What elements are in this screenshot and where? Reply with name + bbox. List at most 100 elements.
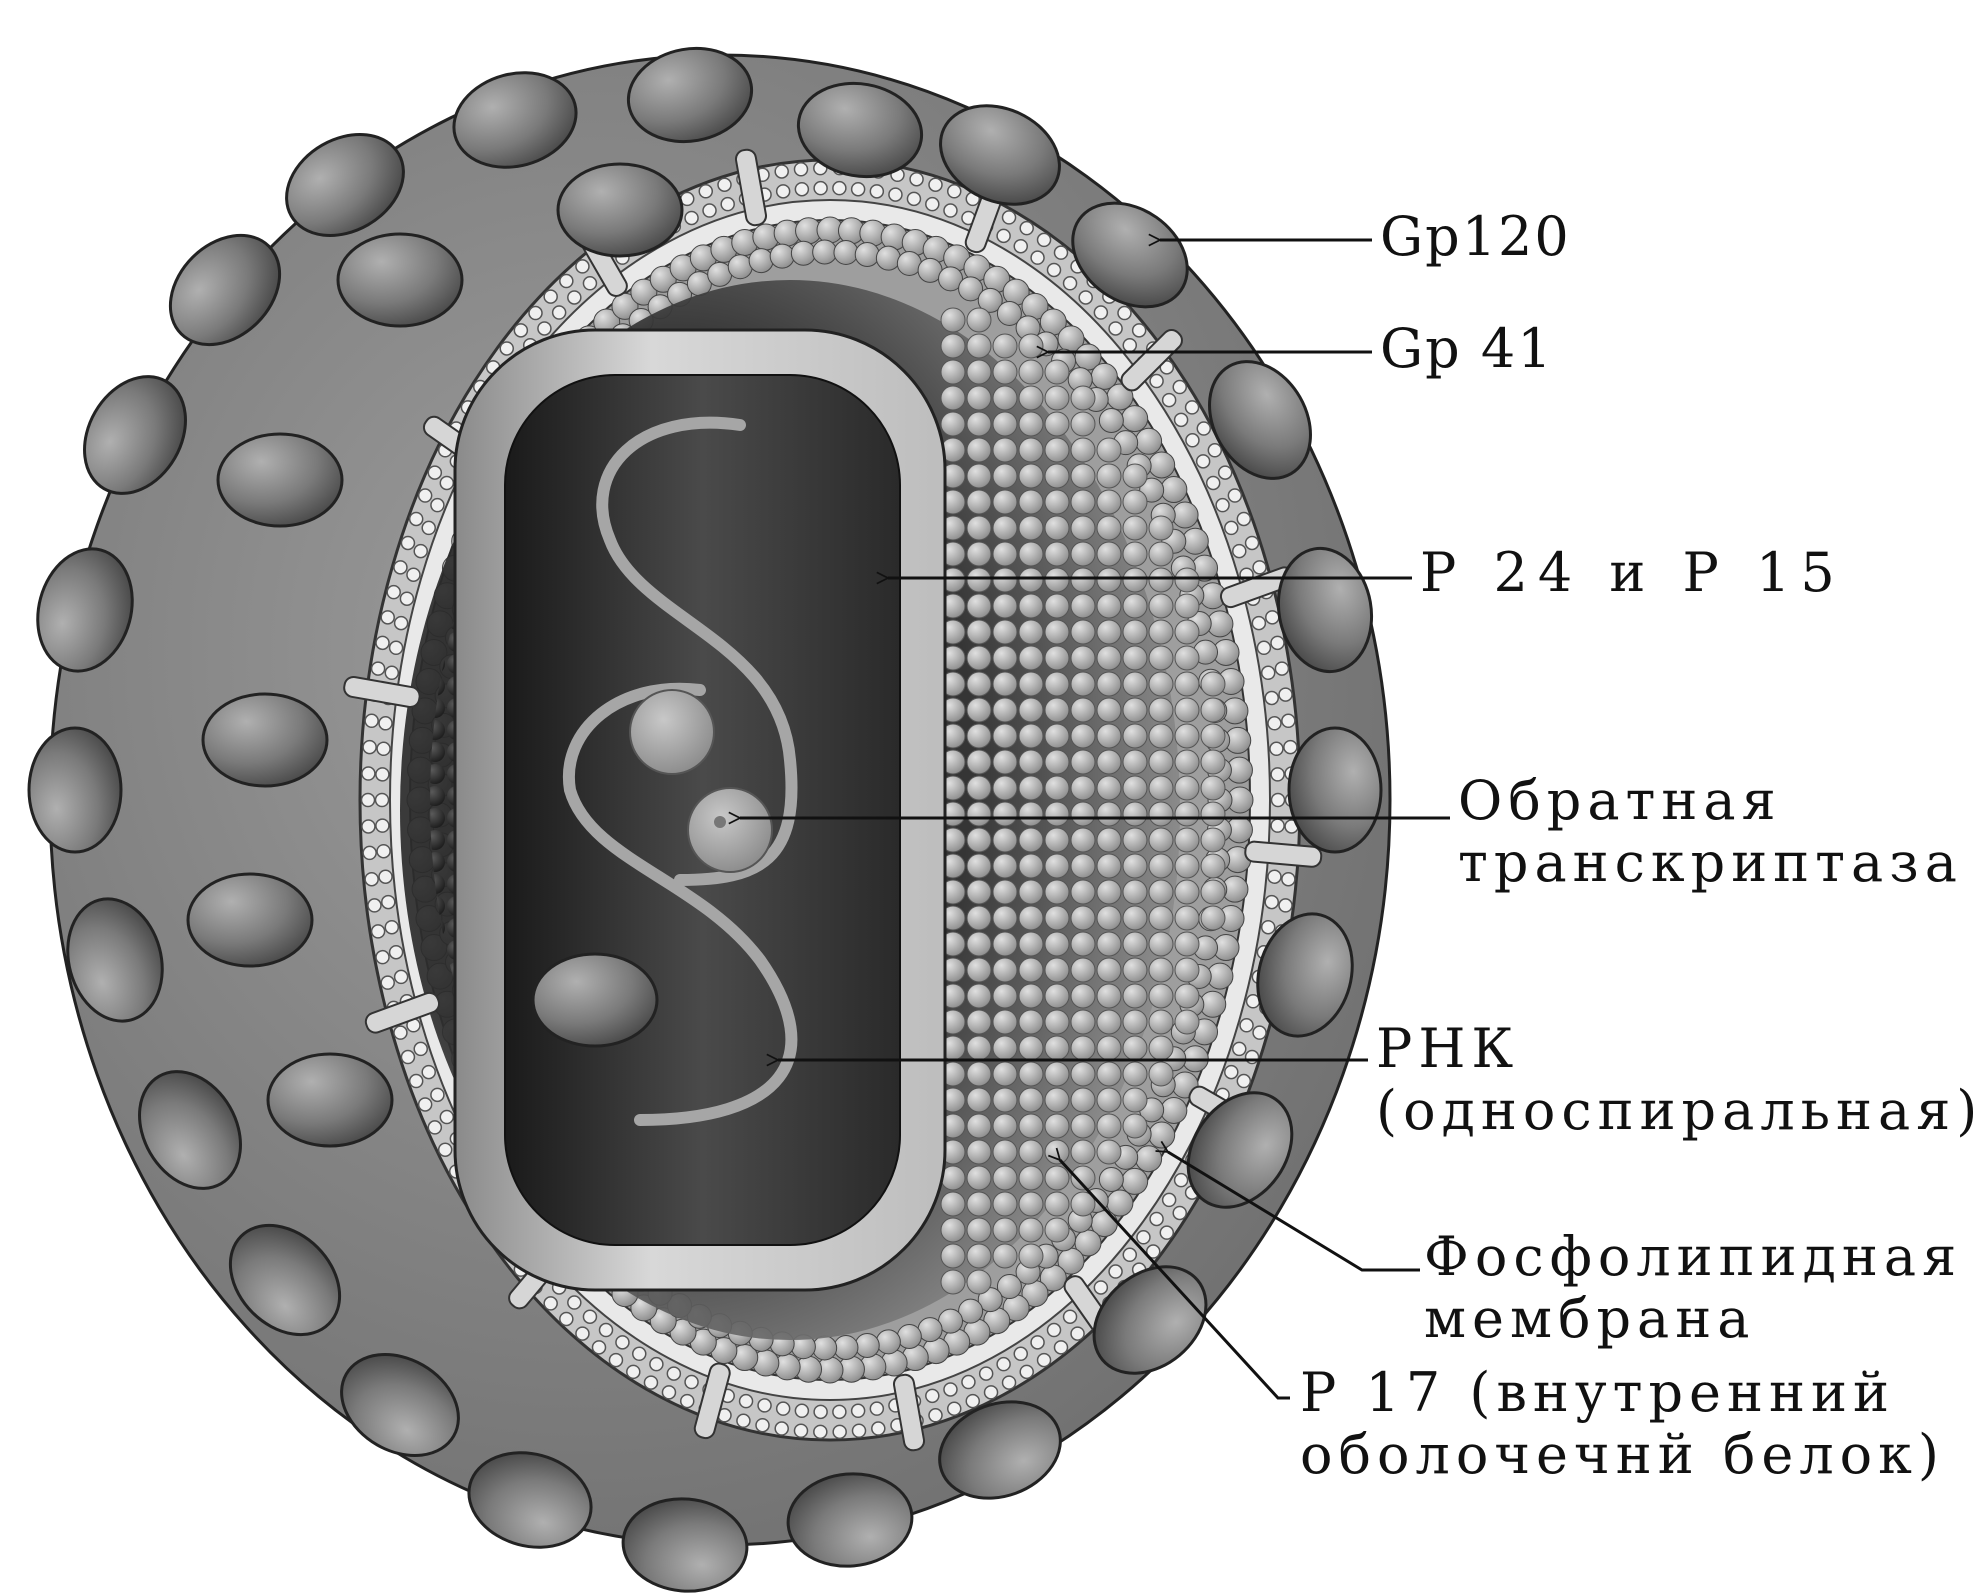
matrix-bead xyxy=(1044,931,1070,957)
matrix-bead xyxy=(1148,619,1174,645)
matrix-bead xyxy=(1098,408,1124,434)
matrix-bead xyxy=(1070,515,1096,541)
matrix-bead xyxy=(1018,1035,1044,1061)
lipid-head xyxy=(437,1142,453,1157)
lipid-head xyxy=(582,1309,598,1324)
matrix-bead xyxy=(1122,827,1148,853)
matrix-bead xyxy=(1044,1139,1070,1165)
matrix-bead xyxy=(1018,541,1044,567)
matrix-bead xyxy=(1096,1035,1122,1061)
matrix-bead xyxy=(1096,931,1122,957)
matrix-bead xyxy=(966,697,992,723)
gp120-knob xyxy=(531,952,659,1048)
gp120-knob xyxy=(216,432,344,528)
matrix-bead xyxy=(1070,619,1096,645)
matrix-bead xyxy=(1070,489,1096,515)
lipid-head xyxy=(1281,713,1296,729)
matrix-bead xyxy=(1122,749,1148,775)
lipid-head xyxy=(1215,497,1230,513)
matrix-bead xyxy=(966,385,992,411)
lipid-head xyxy=(869,1401,885,1416)
matrix-bead xyxy=(1174,671,1200,697)
matrix-bead xyxy=(1018,1191,1044,1217)
lipid-head xyxy=(1281,871,1296,887)
lipid-head xyxy=(1161,1192,1177,1208)
matrix-bead xyxy=(966,1113,992,1139)
lipid-head xyxy=(1131,323,1147,338)
matrix-bead xyxy=(812,1335,838,1361)
matrix-bead xyxy=(1070,671,1096,697)
matrix-bead xyxy=(992,1061,1018,1087)
lipid-head xyxy=(1173,412,1189,428)
matrix-bead xyxy=(992,801,1018,827)
lipid-head xyxy=(380,975,395,990)
matrix-bead xyxy=(1070,437,1096,463)
matrix-bead xyxy=(1018,749,1044,775)
matrix-bead xyxy=(1174,879,1200,905)
matrix-bead xyxy=(1044,1087,1070,1113)
matrix-bead xyxy=(1018,1165,1044,1191)
matrix-bead xyxy=(1070,697,1096,723)
matrix-bead xyxy=(1096,1009,1122,1035)
matrix-bead xyxy=(1122,567,1148,593)
gp120-knob xyxy=(138,1070,242,1190)
lipid-head xyxy=(384,665,400,681)
lipid-head xyxy=(1260,665,1276,681)
matrix-bead xyxy=(1200,905,1226,931)
matrix-bead xyxy=(1070,723,1096,749)
matrix-bead xyxy=(1148,983,1174,1009)
matrix-bead xyxy=(1096,567,1122,593)
inner-bead xyxy=(430,742,445,762)
matrix-bead xyxy=(992,1009,1018,1035)
lipid-head xyxy=(388,640,404,656)
matrix-bead xyxy=(1018,1061,1044,1087)
matrix-bead xyxy=(992,1035,1018,1061)
lipid-head xyxy=(794,181,810,197)
matrix-bead xyxy=(1096,723,1122,749)
lipid-head xyxy=(537,321,552,336)
lipid-head xyxy=(1036,1352,1052,1368)
matrix-bead xyxy=(1018,723,1044,749)
gp120-knob xyxy=(1092,1265,1208,1375)
lipid-head xyxy=(421,1064,436,1080)
matrix-bead xyxy=(1096,515,1122,541)
matrix-bead xyxy=(1096,827,1122,853)
matrix-bead xyxy=(1122,541,1148,567)
lipid-head xyxy=(1252,560,1267,575)
matrix-bead xyxy=(966,333,992,359)
gp120-knob xyxy=(626,46,754,144)
matrix-bead xyxy=(992,515,1018,541)
rna-strand-lower xyxy=(562,682,798,1126)
gp120-knob xyxy=(36,547,134,673)
gp120-knob xyxy=(1287,726,1383,854)
matrix-bead xyxy=(1018,775,1044,801)
lipid-head xyxy=(380,610,395,625)
lipid-head xyxy=(1236,511,1252,527)
matrix-bead xyxy=(992,1113,1018,1139)
matrix-bead xyxy=(1044,1009,1070,1035)
lipid-head xyxy=(408,1073,424,1089)
matrix-bead xyxy=(1096,853,1122,879)
matrix-bead xyxy=(1174,619,1200,645)
lipid-head xyxy=(626,1364,641,1380)
matrix-bead xyxy=(1070,1035,1096,1061)
label-gp41: Gp 41 xyxy=(1380,317,1554,380)
matrix-bead xyxy=(1122,1113,1148,1139)
label-reverse-transcriptase: Обратная транскриптаза xyxy=(1458,769,1963,894)
lipid-head xyxy=(1270,635,1285,651)
matrix-bead xyxy=(1121,405,1149,433)
matrix-bead xyxy=(940,1191,966,1217)
matrix-bead xyxy=(966,489,992,515)
lipid-head xyxy=(1256,640,1272,656)
matrix-bead xyxy=(992,359,1018,385)
matrix-bead xyxy=(1174,801,1200,827)
inner-bead xyxy=(430,852,445,872)
matrix-bead xyxy=(958,1298,984,1324)
lipid-head xyxy=(559,273,574,289)
matrix-bead xyxy=(992,775,1018,801)
matrix-bead xyxy=(1200,723,1226,749)
gp41-stalk xyxy=(693,1362,731,1440)
matrix-bead xyxy=(966,775,992,801)
lipid-head xyxy=(376,741,391,757)
matrix-bead xyxy=(1070,879,1096,905)
